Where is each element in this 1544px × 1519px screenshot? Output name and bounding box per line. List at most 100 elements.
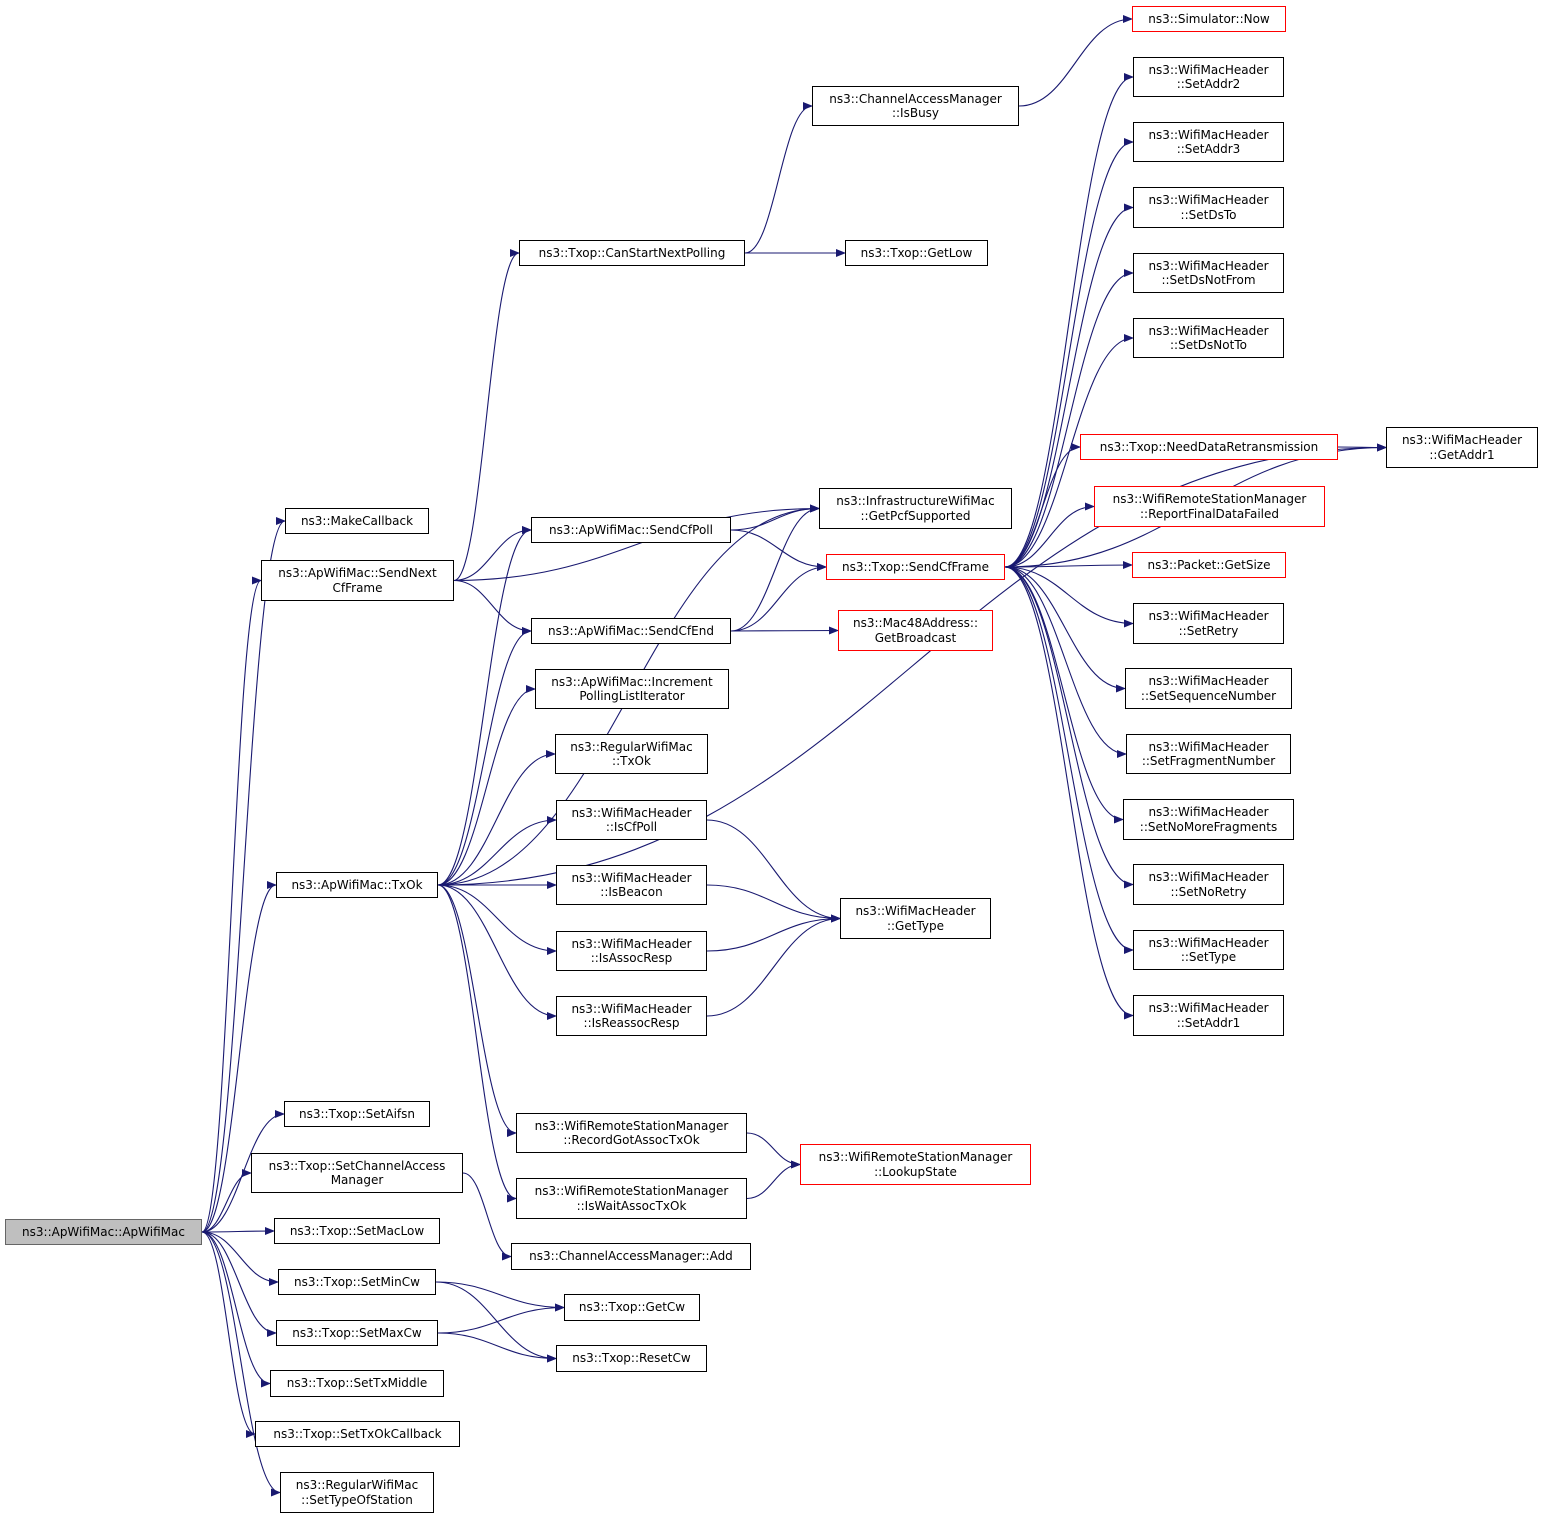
node-set-retry[interactable]: ns3::WifiMacHeader::SetRetry bbox=[1133, 603, 1284, 644]
node-label-line: ::LookupState bbox=[874, 1164, 957, 1179]
node-get-cw[interactable]: ns3::Txop::GetCw bbox=[564, 1294, 700, 1321]
node-record-got-assoc-tx-ok[interactable]: ns3::WifiRemoteStationManager::RecordGot… bbox=[516, 1113, 747, 1153]
node-regular-tx-ok[interactable]: ns3::RegularWifiMac::TxOk bbox=[555, 734, 708, 774]
node-reset-cw[interactable]: ns3::Txop::ResetCw bbox=[556, 1345, 707, 1372]
node-label-line: ::GetPcfSupported bbox=[860, 508, 971, 523]
node-label-line: ns3::WifiMacHeader bbox=[1148, 805, 1269, 819]
edge-is-assoc-resp-to-get-type bbox=[706, 914, 841, 952]
node-set-mac-low[interactable]: ns3::Txop::SetMacLow bbox=[274, 1218, 440, 1244]
node-make-callback[interactable]: ns3::MakeCallback bbox=[285, 508, 429, 534]
edge-tx-ok-to-is-wait-assoc-tx-ok bbox=[437, 884, 517, 1203]
edge-ap-wifi-mac-ctor-to-set-tx-ok-callback bbox=[201, 1231, 256, 1438]
node-is-reassoc-resp[interactable]: ns3::WifiMacHeader::IsReassocResp bbox=[556, 996, 707, 1036]
node-get-type[interactable]: ns3::WifiMacHeader::GetType bbox=[840, 898, 991, 939]
edge-send-cf-frame-to-packet-get-size bbox=[1004, 561, 1133, 570]
node-label-line: ns3::ApWifiMac::Increment bbox=[551, 674, 713, 689]
node-label-line: ::SetDsNotTo bbox=[1170, 338, 1247, 352]
node-set-addr1[interactable]: ns3::WifiMacHeader::SetAddr1 bbox=[1133, 995, 1284, 1036]
edge-send-next-cf-frame-to-can-start-next-polling bbox=[453, 249, 520, 582]
node-label-line: ns3::ApWifiMac::SendCfPoll bbox=[549, 522, 713, 537]
node-label-line: ns3::Mac48Address:: bbox=[852, 616, 979, 630]
node-label-line: ns3::ApWifiMac::ApWifiMac bbox=[22, 1224, 185, 1239]
node-send-cf-frame[interactable]: ns3::Txop::SendCfFrame bbox=[826, 554, 1005, 580]
node-send-cf-poll[interactable]: ns3::ApWifiMac::SendCfPoll bbox=[531, 517, 731, 543]
edge-ap-wifi-mac-ctor-to-set-max-cw bbox=[201, 1231, 277, 1337]
edge-send-cf-frame-to-set-fragment-number bbox=[1004, 566, 1127, 758]
edge-send-cf-end-to-get-pcf-supported bbox=[730, 504, 820, 632]
node-set-max-cw[interactable]: ns3::Txop::SetMaxCw bbox=[276, 1320, 438, 1346]
edge-need-data-retransmission-to-get-addr1 bbox=[1337, 443, 1387, 452]
node-set-no-more-fragments[interactable]: ns3::WifiMacHeader::SetNoMoreFragments bbox=[1123, 799, 1294, 840]
node-label-line: ::SetAddr1 bbox=[1176, 1015, 1241, 1030]
edge-send-cf-poll-to-send-cf-frame bbox=[730, 529, 827, 571]
edge-send-cf-frame-to-set-type bbox=[1004, 566, 1134, 954]
node-simulator-now[interactable]: ns3::Simulator::Now bbox=[1132, 6, 1286, 32]
node-set-aifsn[interactable]: ns3::Txop::SetAifsn bbox=[284, 1101, 430, 1127]
node-label-line: ns3::ApWifiMac::SendNext bbox=[278, 566, 437, 580]
node-tx-ok[interactable]: ns3::ApWifiMac::TxOk bbox=[276, 872, 438, 898]
node-set-min-cw[interactable]: ns3::Txop::SetMinCw bbox=[278, 1269, 436, 1295]
node-set-ds-not-from[interactable]: ns3::WifiMacHeader::SetDsNotFrom bbox=[1133, 253, 1284, 293]
node-set-tx-middle[interactable]: ns3::Txop::SetTxMiddle bbox=[270, 1370, 444, 1397]
node-get-low[interactable]: ns3::Txop::GetLow bbox=[845, 240, 988, 266]
node-can-start-next-polling[interactable]: ns3::Txop::CanStartNextPolling bbox=[519, 240, 745, 266]
node-send-cf-end[interactable]: ns3::ApWifiMac::SendCfEnd bbox=[531, 618, 731, 644]
node-set-ds-to[interactable]: ns3::WifiMacHeader::SetDsTo bbox=[1133, 187, 1284, 228]
edge-send-cf-frame-to-set-no-more-fragments bbox=[1004, 566, 1124, 824]
node-set-sequence-number[interactable]: ns3::WifiMacHeader::SetSequenceNumber bbox=[1125, 668, 1292, 709]
node-report-final-data-failed[interactable]: ns3::WifiRemoteStationManager::ReportFin… bbox=[1094, 486, 1325, 527]
node-label-line: ::IsCfPoll bbox=[605, 820, 658, 834]
node-set-addr3[interactable]: ns3::WifiMacHeader::SetAddr3 bbox=[1133, 122, 1284, 162]
node-label-line: ns3::WifiMacHeader bbox=[1148, 870, 1269, 884]
node-label-line: ns3::ChannelAccessManager::Add bbox=[529, 1249, 733, 1264]
node-label-line: ns3::MakeCallback bbox=[300, 513, 414, 528]
node-label-line: ::ReportFinalDataFailed bbox=[1140, 506, 1279, 521]
node-is-cf-poll[interactable]: ns3::WifiMacHeader::IsCfPoll bbox=[556, 800, 707, 840]
node-label-line: ns3::InfrastructureWifiMac bbox=[836, 494, 995, 508]
node-get-addr1[interactable]: ns3::WifiMacHeader::GetAddr1 bbox=[1386, 427, 1538, 468]
node-label-line: ::TxOk bbox=[612, 754, 651, 768]
node-label-line: ns3::ApWifiMac::TxOk bbox=[291, 877, 423, 892]
node-label-line: ns3::WifiMacHeader bbox=[1148, 935, 1269, 950]
node-label-line: ns3::Txop::SendCfFrame bbox=[842, 559, 989, 574]
edge-is-wait-assoc-tx-ok-to-lookup-state bbox=[746, 1160, 801, 1200]
node-is-beacon[interactable]: ns3::WifiMacHeader::IsBeacon bbox=[556, 865, 707, 905]
edge-is-cf-poll-to-get-type bbox=[706, 819, 841, 923]
node-label-line: ns3::WifiMacHeader bbox=[1148, 739, 1269, 754]
node-label-line: ns3::WifiRemoteStationManager bbox=[818, 1150, 1013, 1164]
node-label-line: ::SetDsTo bbox=[1180, 207, 1237, 222]
node-label-line: ns3::WifiMacHeader bbox=[571, 1001, 692, 1016]
edge-send-cf-frame-to-set-addr2 bbox=[1004, 73, 1134, 568]
node-set-addr2[interactable]: ns3::WifiMacHeader::SetAddr2 bbox=[1133, 57, 1284, 97]
node-label-line: ns3::Packet::GetSize bbox=[1147, 557, 1271, 572]
node-set-no-retry[interactable]: ns3::WifiMacHeader::SetNoRetry bbox=[1133, 864, 1284, 905]
node-packet-get-size[interactable]: ns3::Packet::GetSize bbox=[1132, 552, 1286, 578]
node-label-line: ns3::WifiMacHeader bbox=[571, 805, 692, 820]
node-get-pcf-supported[interactable]: ns3::InfrastructureWifiMac::GetPcfSuppor… bbox=[819, 488, 1012, 529]
node-label-line: ::RecordGotAssocTxOk bbox=[563, 1133, 700, 1147]
edge-record-got-assoc-tx-ok-to-lookup-state bbox=[746, 1132, 801, 1169]
node-label-line: ::SetSequenceNumber bbox=[1140, 688, 1277, 703]
node-is-assoc-resp[interactable]: ns3::WifiMacHeader::IsAssocResp bbox=[556, 931, 707, 971]
node-label-line: ::SetAddr3 bbox=[1176, 142, 1241, 156]
node-lookup-state[interactable]: ns3::WifiRemoteStationManager::LookupSta… bbox=[800, 1144, 1031, 1185]
node-need-data-retransmission[interactable]: ns3::Txop::NeedDataRetransmission bbox=[1080, 434, 1338, 460]
node-channel-access-manager-add[interactable]: ns3::ChannelAccessManager::Add bbox=[511, 1243, 751, 1270]
node-set-type[interactable]: ns3::WifiMacHeader::SetType bbox=[1133, 930, 1284, 970]
node-label-line: ::SetNoRetry bbox=[1170, 884, 1247, 899]
node-is-busy[interactable]: ns3::ChannelAccessManager::IsBusy bbox=[812, 86, 1019, 126]
node-get-broadcast[interactable]: ns3::Mac48Address::GetBroadcast bbox=[838, 610, 993, 651]
node-set-type-of-station[interactable]: ns3::RegularWifiMac::SetTypeOfStation bbox=[280, 1472, 434, 1513]
node-set-fragment-number[interactable]: ns3::WifiMacHeader::SetFragmentNumber bbox=[1126, 734, 1291, 774]
node-set-ds-not-to[interactable]: ns3::WifiMacHeader::SetDsNotTo bbox=[1133, 318, 1284, 358]
node-is-wait-assoc-tx-ok[interactable]: ns3::WifiRemoteStationManager::IsWaitAss… bbox=[516, 1178, 747, 1219]
node-set-tx-ok-callback[interactable]: ns3::Txop::SetTxOkCallback bbox=[255, 1421, 460, 1447]
node-label-line: GetBroadcast bbox=[874, 630, 957, 645]
edge-send-next-cf-frame-to-get-pcf-supported bbox=[453, 504, 820, 582]
node-label-line: ::IsWaitAssocTxOk bbox=[576, 1198, 687, 1213]
